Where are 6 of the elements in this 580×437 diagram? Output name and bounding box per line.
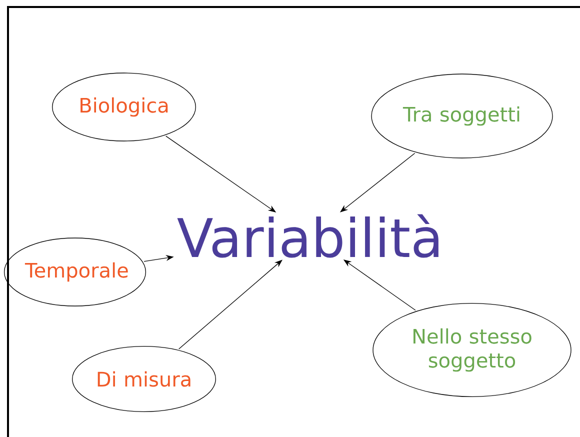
title-word: Variabilità (177, 214, 438, 258)
oval: Temporale (4, 238, 146, 306)
oval: Di misura (72, 346, 216, 412)
oval: Nello stesso soggetto (372, 303, 572, 397)
oval: Tra soggetti (371, 74, 553, 158)
oval: Biologica (52, 72, 196, 142)
